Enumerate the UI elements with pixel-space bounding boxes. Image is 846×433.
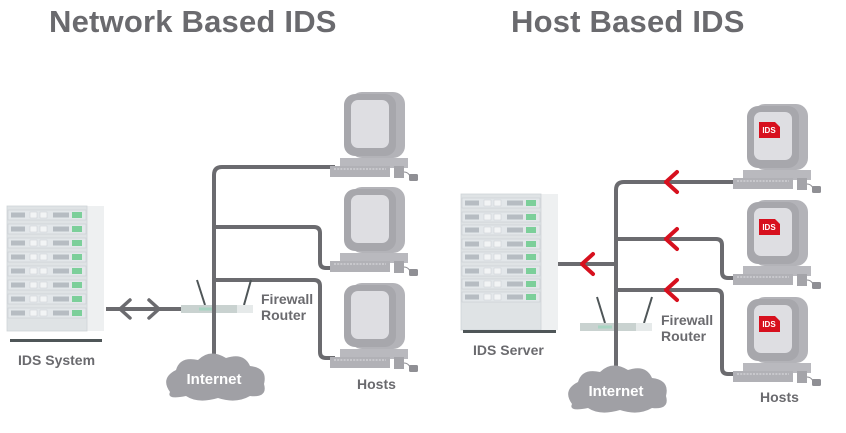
ids-server-label: IDS Server: [473, 342, 544, 358]
ids-server-rack: [460, 193, 558, 333]
network-ids-title: Network Based IDS: [49, 4, 337, 39]
network-lines: [106, 165, 335, 378]
router-label: Router: [661, 328, 707, 344]
hosts-label: Hosts: [357, 376, 396, 392]
arrow-left-icon: [580, 252, 595, 276]
ids-system-rack: [6, 205, 104, 342]
host-internet-cloud: Internet: [568, 365, 667, 413]
firewall-router-label: Firewall Router: [261, 291, 313, 323]
arrow-left-icon: [664, 170, 679, 194]
host-ids-computer-1: IDS: [732, 103, 822, 194]
arrow-left-icon: [664, 227, 679, 251]
host-computer-3: [329, 282, 419, 373]
host-firewall-router-label: Firewall Router: [661, 312, 713, 344]
red-inbound-arrows: [580, 170, 679, 302]
router-label: Router: [261, 307, 307, 323]
host-ids-computer-3: IDS: [732, 296, 822, 387]
host-internet-label: Internet: [588, 383, 643, 400]
ids-badge-label: IDS: [762, 126, 776, 135]
host-computer-2: [329, 186, 419, 277]
ids-system-label: IDS System: [18, 352, 96, 368]
internet-label: Internet: [186, 371, 241, 388]
host-ids-title: Host Based IDS: [511, 4, 745, 39]
firewall-label: Firewall: [661, 312, 714, 328]
host-firewall-router: [580, 296, 653, 331]
ids-badge-label: IDS: [762, 223, 776, 232]
ids-badge-label: IDS: [762, 320, 776, 329]
host-computer-1: [329, 91, 419, 182]
internet-cloud: Internet: [166, 353, 265, 401]
arrow-left-icon: [664, 278, 679, 302]
host-network-lines: [558, 180, 738, 382]
bidirectional-arrow-icon: [118, 298, 161, 320]
firewall-label: Firewall: [261, 291, 314, 307]
host-hosts-label: Hosts: [760, 389, 799, 405]
host-ids-computer-2: IDS: [732, 199, 822, 290]
firewall-router: [181, 279, 253, 313]
